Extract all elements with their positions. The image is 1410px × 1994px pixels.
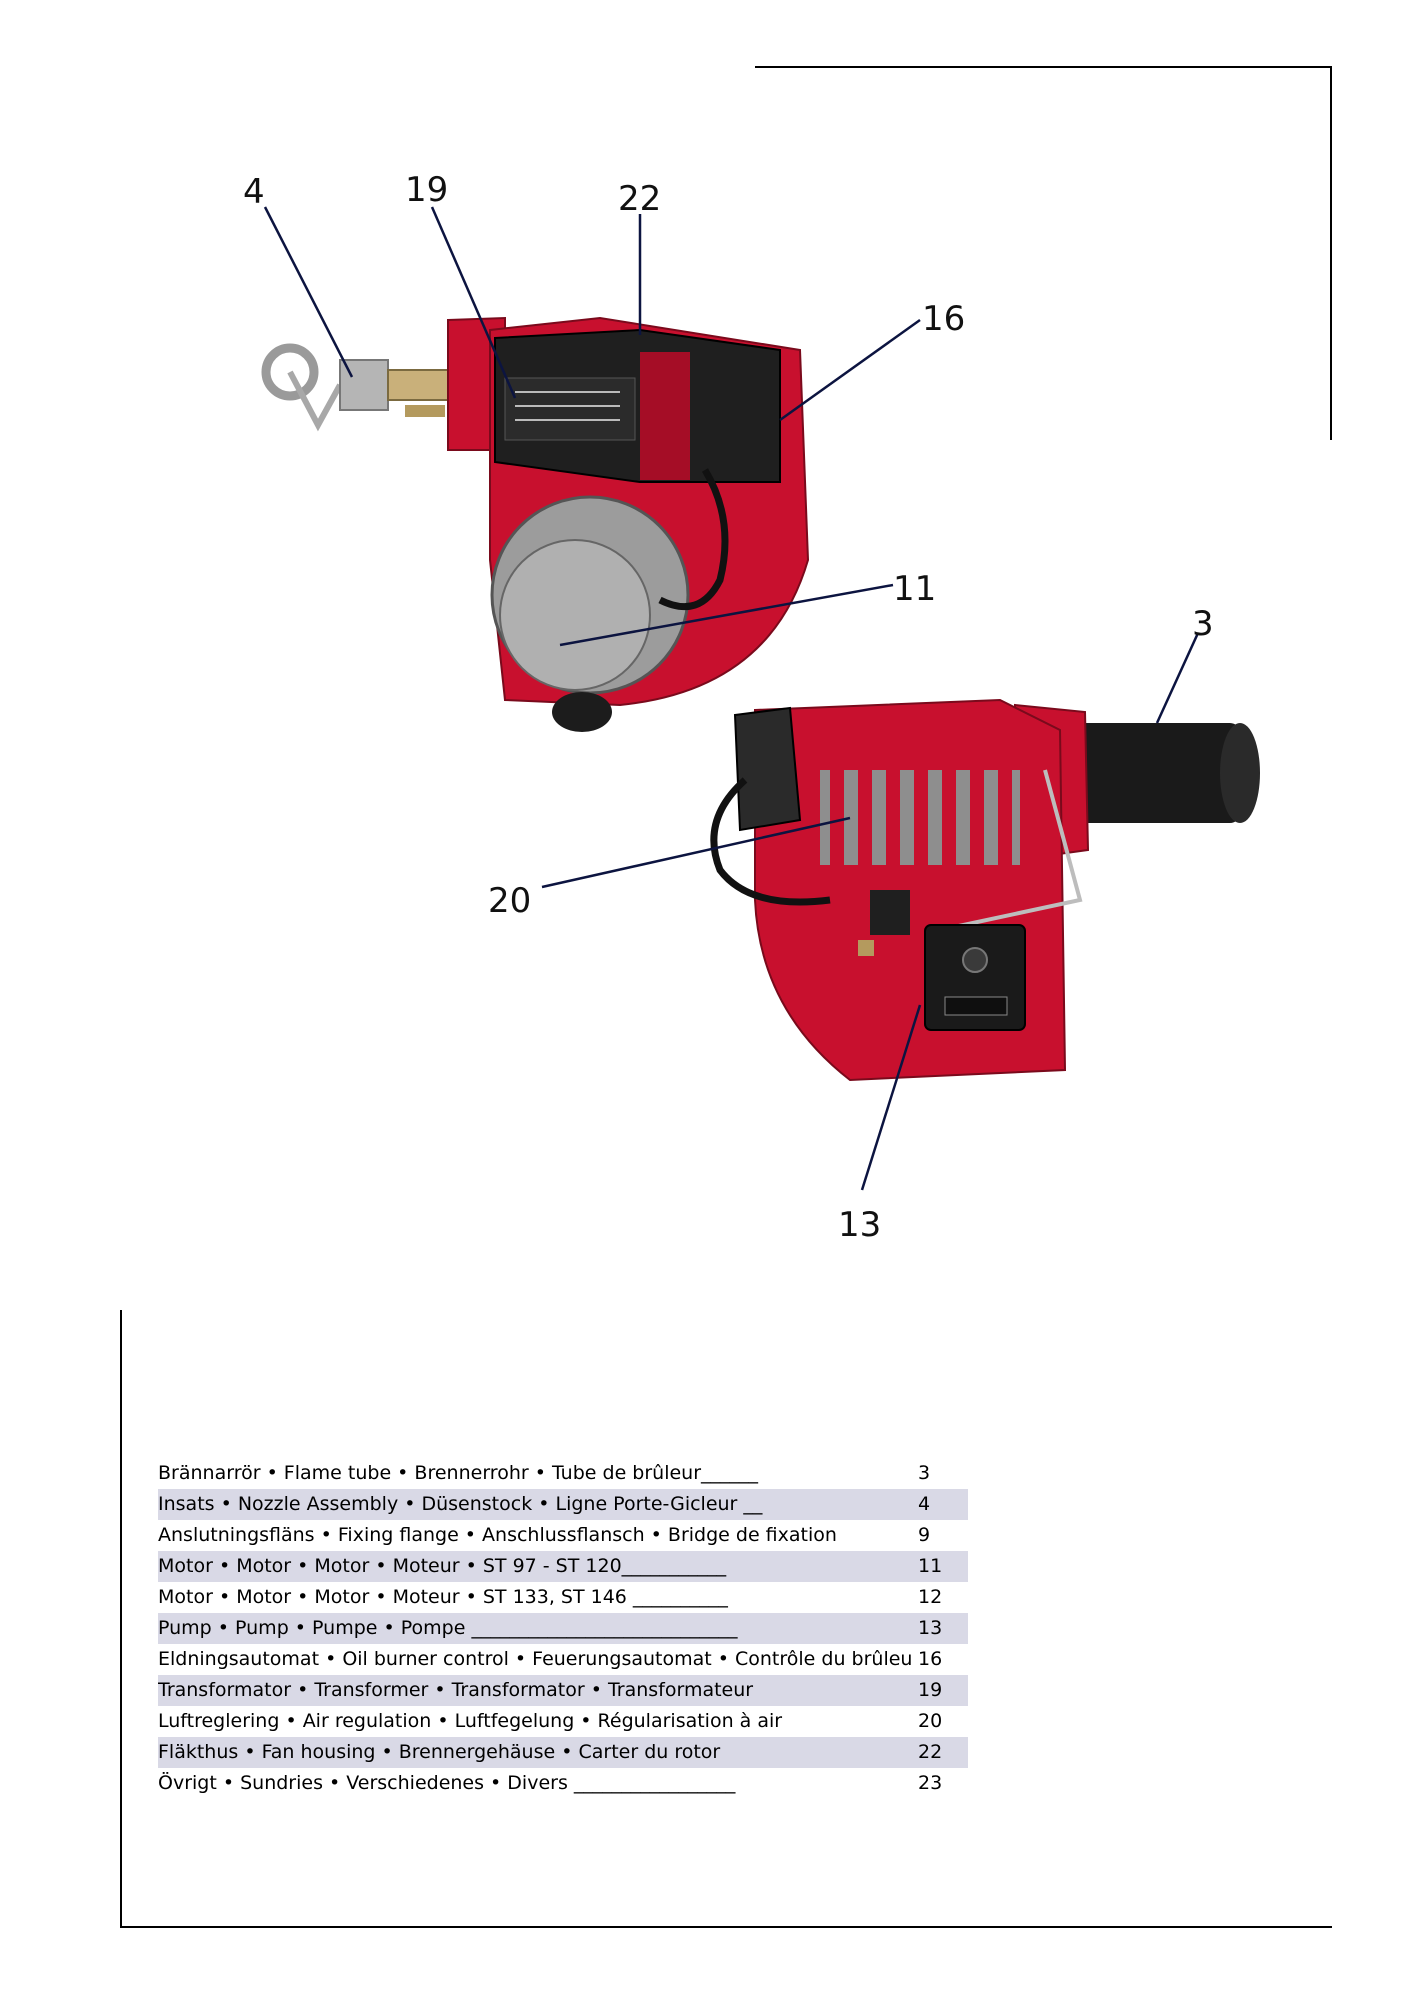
part-description: Insats • Nozzle Assembly • Düsenstock • … [158,1493,763,1515]
flame-tube-body [1070,723,1240,823]
air-slat [858,768,872,868]
parts-row: Anslutningsfläns • Fixing flange • Ansch… [158,1520,968,1551]
motor-foot [552,692,612,732]
leader-line-11 [559,583,894,647]
callout-20: 20 [488,881,531,921]
part-number: 19 [918,1679,943,1701]
lower-cable [710,777,831,906]
parts-row: Luftreglering • Air regulation • Luftfeg… [158,1706,968,1737]
frame-left-vertical-line [120,1310,122,1928]
part-description: Motor • Motor • Motor • Moteur • ST 97 -… [158,1555,727,1577]
nozzle-rod [405,405,445,417]
air-slat [942,768,956,868]
part-number: 22 [918,1741,943,1763]
air-slat [830,768,844,868]
solenoid-valve [870,890,910,935]
part-description: Luftreglering • Air regulation • Luftfeg… [158,1710,783,1732]
part-number: 20 [918,1710,943,1732]
parts-row: Övrigt • Sundries • Verschiedenes • Dive… [158,1768,968,1799]
leader-line-13 [860,1004,922,1191]
callout-13: 13 [838,1205,881,1245]
air-slat [886,768,900,868]
air-slat [970,768,984,868]
part-description: Brännarrör • Flame tube • Brennerrohr • … [158,1462,759,1484]
pump-fitting [858,940,874,956]
part-description: Transformator • Transformer • Transforma… [158,1679,754,1701]
callout-4: 4 [243,172,265,212]
part-description: Fläkthus • Fan housing • Brennergehäuse … [158,1741,721,1763]
upper-vent-slats [640,352,690,480]
nozzle-bracket [287,370,343,432]
parts-row: Motor • Motor • Motor • Moteur • ST 97 -… [158,1551,968,1582]
callout-3: 3 [1192,604,1214,644]
parts-row: Motor • Motor • Motor • Moteur • ST 133,… [158,1582,968,1613]
lower-burner-illustration [710,698,1260,1082]
parts-row: Transformator • Transformer • Transforma… [158,1675,968,1706]
callout-16: 16 [922,299,965,339]
air-slat [914,768,928,868]
nozzle-tube [387,369,451,401]
burner-photo-figure: 4 19 22 16 11 3 20 13 [243,170,1260,1245]
part-number: 11 [918,1555,943,1577]
frame-top-right-line [755,66,1332,68]
leader-line-4 [263,206,354,378]
leader-line-20 [541,816,851,889]
part-description: Eldningsautomat • Oil burner control • F… [158,1648,914,1670]
parts-index-table: Brännarrör • Flame tube • Brennerrohr • … [158,1458,968,1799]
part-description: Motor • Motor • Motor • Moteur • ST 133,… [158,1586,728,1608]
leader-line-19 [430,206,517,399]
part-description: Övrigt • Sundries • Verschiedenes • Dive… [158,1772,736,1794]
part-number: 9 [918,1524,931,1546]
part-description: Anslutningsfläns • Fixing flange • Ansch… [158,1524,837,1546]
frame-right-vertical-line [1330,66,1332,440]
pump-label [944,996,1008,1016]
flame-tube-end [1220,723,1260,823]
parts-row: Pump • Pump • Pumpe • Pompe ____________… [158,1613,968,1644]
part-number: 3 [918,1462,931,1484]
adjusting-rod [939,769,1083,932]
callout-11: 11 [893,569,936,609]
motor-end-cap [499,539,651,691]
pump-dial [962,947,988,973]
nozzle-ring [261,343,319,401]
parts-row: Insats • Nozzle Assembly • Düsenstock • … [158,1489,968,1520]
part-description: Pump • Pump • Pumpe • Pompe ____________… [158,1617,738,1639]
callout-19: 19 [405,170,448,210]
part-number: 12 [918,1586,943,1608]
leader-line-3 [1155,632,1200,724]
parts-row: Brännarrör • Flame tube • Brennerrohr • … [158,1458,968,1489]
air-slat [998,768,1012,868]
upper-burner-illustration [261,316,810,732]
callout-22: 22 [618,179,661,219]
part-number: 13 [918,1617,943,1639]
part-number: 4 [918,1493,931,1515]
frame-bottom-line [120,1926,1332,1928]
upper-cable [658,468,729,611]
lower-control-box [733,706,802,832]
part-number: 16 [918,1648,943,1670]
parts-row: Fläkthus • Fan housing • Brennergehäuse … [158,1737,968,1768]
parts-row: Eldningsautomat • Oil burner control • F… [158,1644,968,1675]
part-number: 23 [918,1772,943,1794]
transformer-label-plate [504,377,636,441]
air-intake-slats [820,768,1020,868]
leader-line-16 [779,318,921,422]
